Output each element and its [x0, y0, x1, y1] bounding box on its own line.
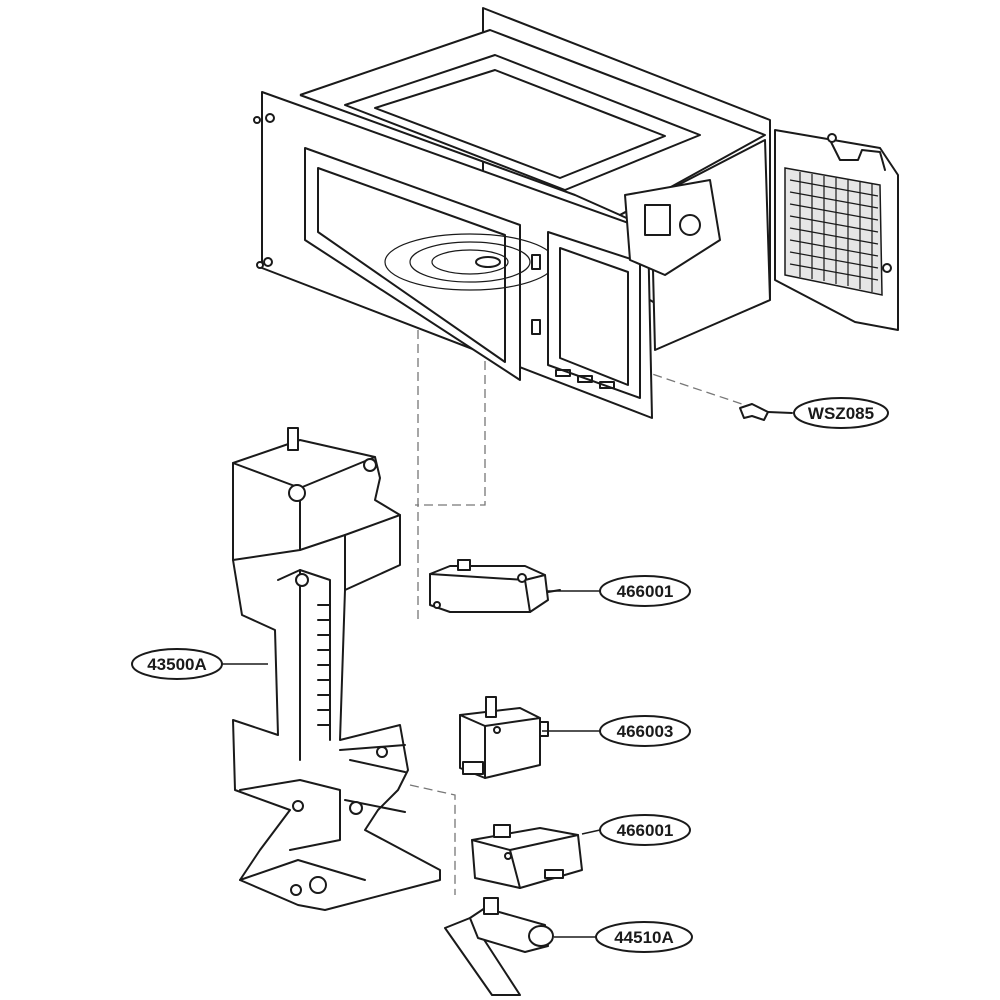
callout-label: 466001	[617, 821, 674, 840]
callout-label: 466003	[617, 722, 674, 741]
callout-wsz085: WSZ085	[793, 397, 889, 429]
micro-switch-middle	[459, 696, 549, 779]
screw-part	[739, 403, 793, 421]
callout-466003: 466003	[599, 715, 691, 747]
micro-switch-top	[429, 559, 561, 613]
vent-mesh	[789, 172, 879, 292]
micro-switch-bottom	[471, 824, 583, 889]
latch-lever-part	[444, 897, 554, 996]
callout-466001-bottom: 466001	[599, 814, 691, 846]
latch-frame-part	[232, 427, 441, 911]
leader-lines	[222, 590, 601, 938]
callout-label: 43500A	[147, 655, 207, 674]
callout-label: WSZ085	[808, 404, 874, 423]
callout-label: 44510A	[614, 928, 674, 947]
callout-label: 466001	[617, 582, 674, 601]
callout-466001-top: 466001	[599, 575, 691, 607]
callout-43500a: 43500A	[131, 648, 223, 680]
callout-44510a: 44510A	[595, 921, 693, 953]
microwave-cavity-assembly	[253, 7, 899, 419]
